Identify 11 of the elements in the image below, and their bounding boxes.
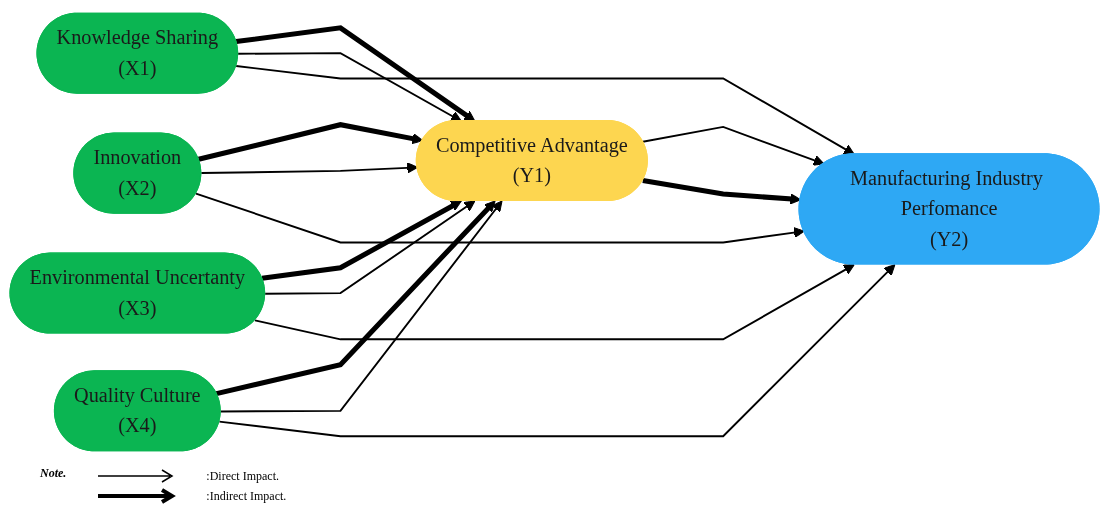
legend-text: :Direct Impact. — [206, 468, 279, 484]
arrow — [254, 264, 855, 341]
arrow — [237, 52, 462, 122]
note-text: Note. — [40, 466, 67, 480]
arrow — [264, 200, 476, 295]
arrow — [235, 25, 476, 122]
arrow — [235, 65, 855, 155]
arrow — [261, 200, 462, 281]
arrow — [195, 192, 805, 244]
legend-text: :Indirect Impact. — [206, 488, 287, 504]
arrow — [218, 264, 896, 438]
